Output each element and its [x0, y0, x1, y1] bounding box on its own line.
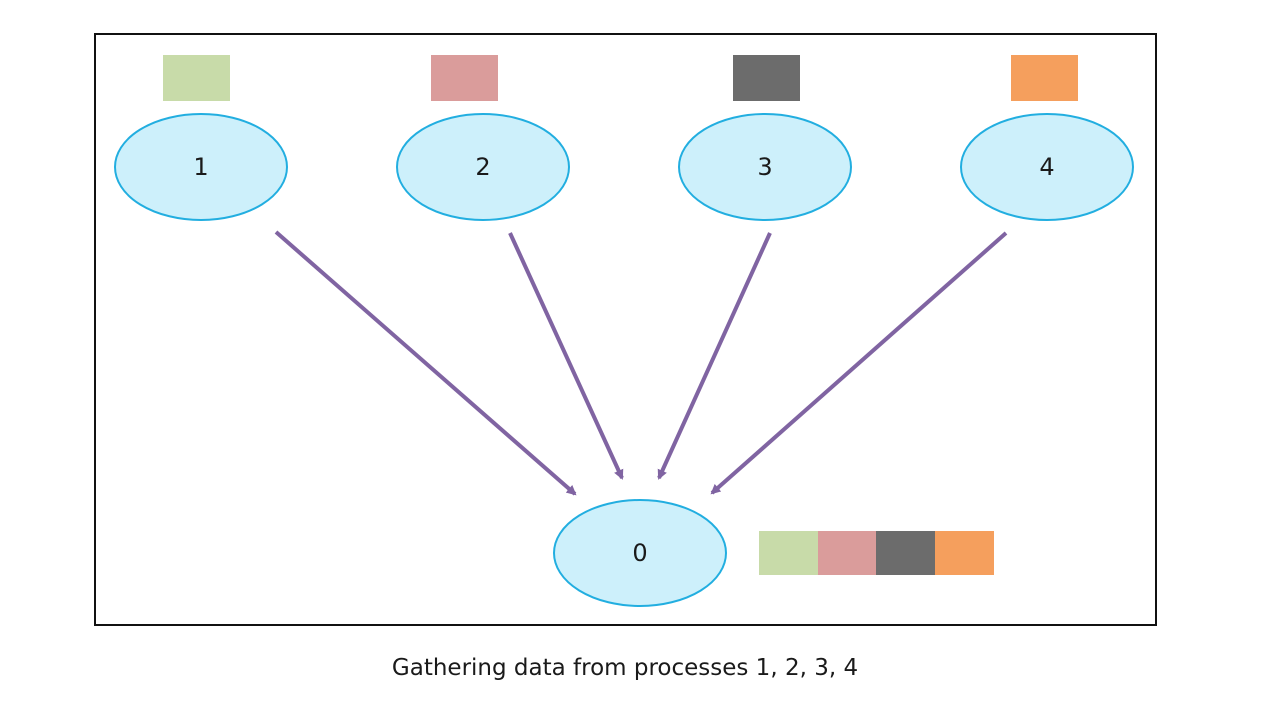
process-node-1: 1: [114, 113, 288, 221]
arrow-1-to-0: [274, 230, 577, 496]
process-node-3: 3: [678, 113, 852, 221]
process-node-4: 4: [960, 113, 1134, 221]
gathered-block-2: [818, 531, 877, 575]
figure-caption: Gathering data from processes 1, 2, 3, 4: [391, 655, 859, 681]
process-node-3-label: 3: [757, 153, 772, 181]
arrow-4-to-0: [710, 231, 1008, 495]
process-node-2-label: 2: [475, 153, 490, 181]
process-node-0-label: 0: [632, 539, 647, 567]
gathered-block-1: [759, 531, 818, 575]
data-block-1: [163, 55, 230, 101]
process-node-1-label: 1: [193, 153, 208, 181]
arrow-2-to-0: [508, 232, 624, 480]
process-node-4-label: 4: [1039, 153, 1054, 181]
gathered-data-array: [759, 531, 994, 575]
process-node-2: 2: [396, 113, 570, 221]
data-block-4: [1011, 55, 1078, 101]
gathered-block-3: [876, 531, 935, 575]
data-block-2: [431, 55, 498, 101]
process-node-0: 0: [553, 499, 727, 607]
gathered-block-4: [935, 531, 994, 575]
arrow-3-to-0: [657, 232, 772, 480]
data-block-3: [733, 55, 800, 101]
